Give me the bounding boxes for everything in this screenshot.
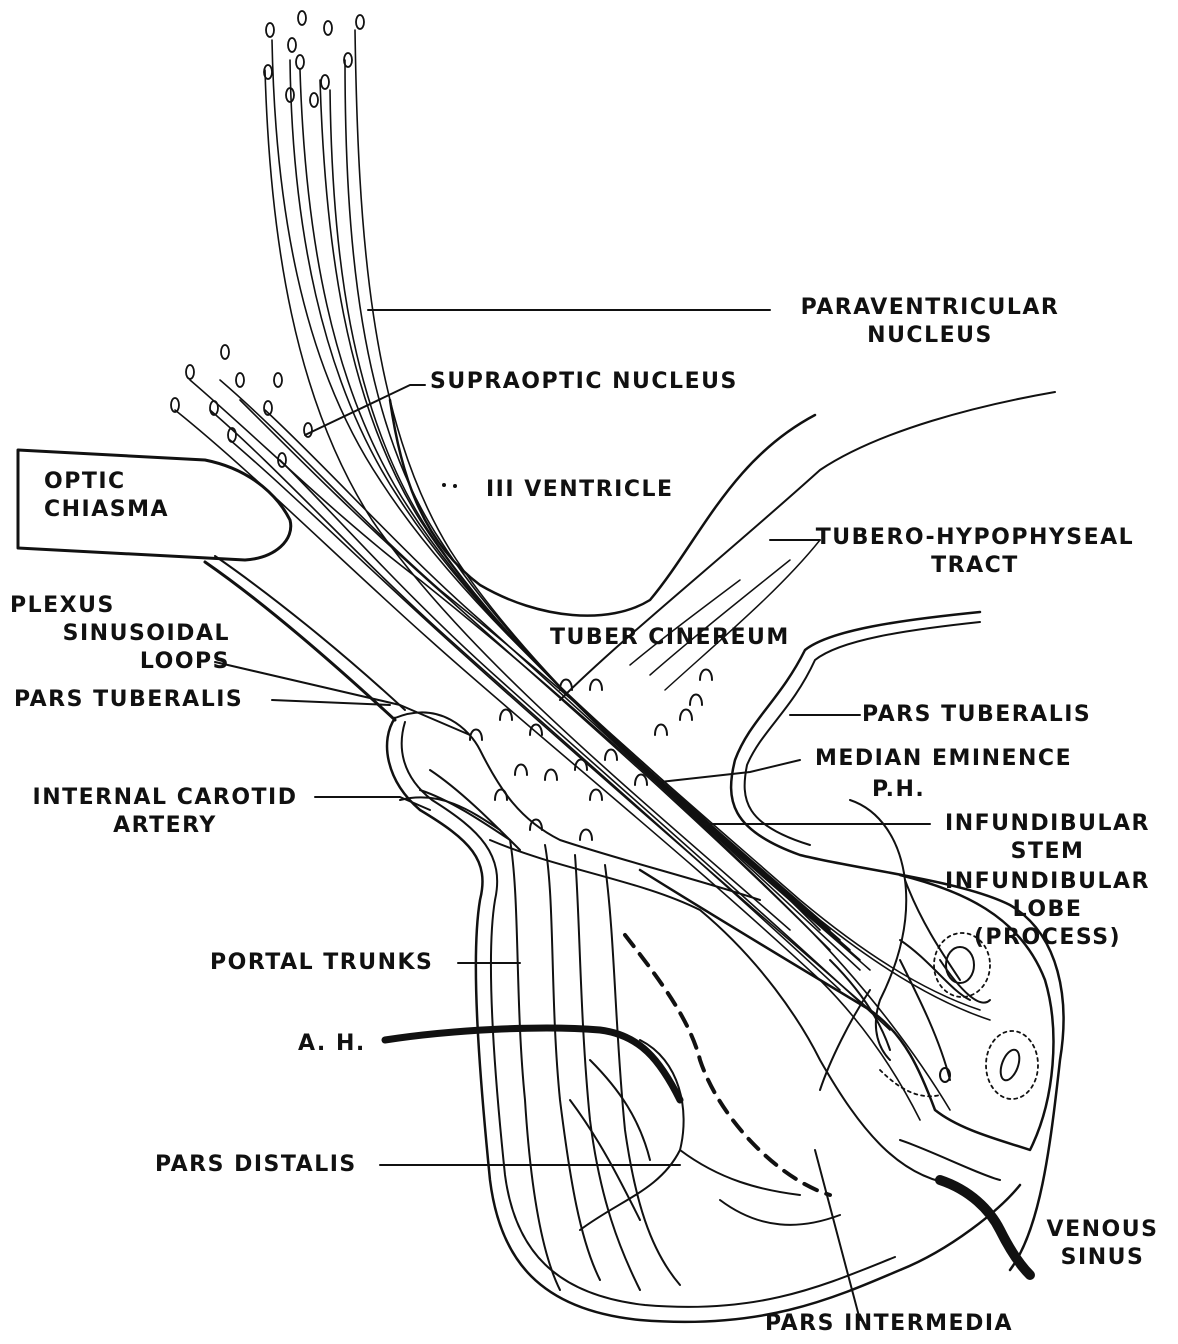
label-infundibular-stem: INFUNDIBULAR STEM [930,810,1165,866]
venous-sinus [940,1180,1030,1275]
label-ah: A. H. [298,1030,366,1058]
anterior-lobe-inner-boundary [490,840,960,1185]
label-plexus-line2: SINUSOIDAL [10,620,230,648]
label-third-ventricle: III VENTRICLE [486,476,674,504]
pars-tuberalis-upper [395,712,760,900]
label-plexus-line3: LOOPS [10,648,230,676]
internal-carotid-artery-2 [215,556,405,710]
label-paraventricular-line2: NUCLEUS [770,322,1090,350]
label-plexus-line1: PLEXUS [10,592,230,620]
label-plexus-sinusoidal-loops: PLEXUS SINUSOIDAL LOOPS [10,592,230,676]
anterior-lobe-outline-inner [402,722,895,1307]
label-pars-distalis: PARS DISTALIS [155,1151,357,1179]
label-infundibular-stem-line1: INFUNDIBULAR [930,810,1165,838]
label-optic-chiasma-line1: OPTIC [44,468,169,496]
label-median-eminence: MEDIAN EMINENCE [815,745,1072,773]
posterior-lobe-inner [900,1140,1000,1180]
label-portal-trunks: PORTAL TRUNKS [210,949,433,977]
label-infundibular-lobe: INFUNDIBULAR LOBE (PROCESS) [930,868,1165,952]
label-optic-chiasma: OPTIC CHIASMA [44,468,169,524]
anterior-hypophyseal-artery [385,1028,680,1100]
label-venous-sinus-line2: SINUS [1035,1244,1170,1272]
label-paraventricular-nucleus: PARAVENTRICULAR NUCLEUS [770,294,1090,350]
label-pars-tuberalis-left: PARS TUBERALIS [14,686,243,714]
label-venous-sinus-line1: VENOUS [1035,1216,1170,1244]
label-pars-tuberalis-right: PARS TUBERALIS [862,701,1091,729]
label-internal-carotid-line1: INTERNAL CAROTID [10,784,320,812]
label-paraventricular-line1: PARAVENTRICULAR [770,294,1090,322]
label-pars-intermedia: PARS INTERMEDIA [765,1310,1013,1338]
label-venous-sinus: VENOUS SINUS [1035,1216,1170,1272]
label-ph: P.H. [872,776,925,804]
label-optic-chiasma-line2: CHIASMA [44,496,169,524]
label-infundibular-lobe-line2: LOBE [930,896,1165,924]
label-internal-carotid-artery: INTERNAL CAROTID ARTERY [10,784,320,840]
third-ventricle-outline [390,400,815,616]
label-internal-carotid-line2: ARTERY [10,812,320,840]
label-tubero-hypophyseal-line2: TRACT [815,552,1135,580]
label-infundibular-lobe-line1: INFUNDIBULAR [930,868,1165,896]
label-tuber-cinereum: TUBER CINEREUM [550,624,790,652]
label-tubero-hypophyseal-line1: TUBERO-HYPOPHYSEAL [815,524,1135,552]
anterior-lobe-outline-outer [387,718,1020,1322]
label-tubero-hypophyseal-tract: TUBERO-HYPOPHYSEAL TRACT [815,524,1135,580]
label-supraoptic-nucleus: SUPRAOPTIC NUCLEUS [430,368,738,396]
label-infundibular-lobe-line3: (PROCESS) [930,924,1165,952]
label-infundibular-stem-line2: STEM [930,838,1165,866]
